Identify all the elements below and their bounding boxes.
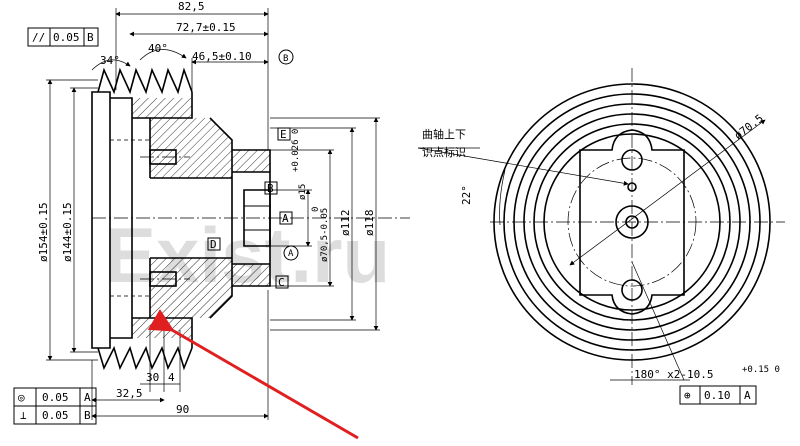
section-dimensions bbox=[46, 8, 380, 420]
red-pointer-arrow bbox=[147, 309, 359, 440]
datum-circle-b-label: B bbox=[283, 54, 288, 64]
datum-label-e: E bbox=[280, 128, 287, 141]
datum-circle-a-label: A bbox=[288, 249, 294, 259]
perpendicular-symbol: ⊥ bbox=[20, 409, 27, 422]
dim-length-90: 90 bbox=[176, 403, 189, 416]
perpendicular-datum: B bbox=[84, 409, 91, 422]
dim-length-30: 30 bbox=[146, 371, 159, 384]
slot-dimension-tol: +0.15 0 bbox=[742, 365, 780, 375]
dim-length-32: 32,5 bbox=[116, 387, 143, 400]
dim-diameter-70: ø70,5-0.05 bbox=[320, 208, 330, 262]
dim-diameter-118: ø118 bbox=[363, 210, 376, 237]
section-view bbox=[91, 67, 410, 371]
parallel-symbol: // bbox=[32, 31, 45, 44]
dim-angle-34: 34° bbox=[100, 54, 120, 67]
datum-label-a: A bbox=[282, 212, 289, 225]
tolerance-frame-position: ⊕ 0.10 A bbox=[679, 385, 757, 405]
dim-length-72: 72,7±0.15 bbox=[176, 21, 236, 34]
dim-diameter-112: ø112 bbox=[339, 210, 352, 237]
watermark: Exist.ru bbox=[104, 211, 390, 299]
datum-label-d: D bbox=[210, 238, 217, 251]
dim-diameter-144: ø144±0.15 bbox=[61, 202, 74, 262]
dim-diameter-70-tol: 0 bbox=[311, 207, 321, 212]
crank-mark-note-line1: 曲轴上下 bbox=[422, 127, 466, 141]
dim-diameter-15-tol: +0.026 0 bbox=[291, 129, 301, 172]
dim-overall-length: 82,5 bbox=[178, 0, 205, 13]
position-datum: A bbox=[744, 389, 751, 402]
tolerance-frame-perpendicular: ⊥ 0.05 B bbox=[13, 405, 97, 425]
crank-mark-note-line2: 识点标识 bbox=[422, 145, 466, 159]
front-view bbox=[417, 68, 785, 385]
slot-dimension: 180° x2-10.5 bbox=[634, 368, 713, 381]
datum-label-b: B bbox=[267, 182, 274, 195]
front-angle-22: 22° bbox=[460, 185, 473, 205]
concentric-value: 0.05 bbox=[42, 391, 69, 404]
dim-angle-40: 40° bbox=[148, 42, 168, 55]
datum-label-c: C bbox=[278, 276, 285, 289]
dim-diameter-154: ø154±0.15 bbox=[37, 202, 50, 262]
parallel-value: 0.05 bbox=[53, 31, 80, 44]
tolerance-frame-parallel: // 0.05 B bbox=[27, 27, 99, 47]
perpendicular-value: 0.05 bbox=[42, 409, 69, 422]
parallel-datum: B bbox=[87, 31, 94, 44]
dim-length-46: 46,5±0.10 bbox=[192, 50, 252, 63]
concentric-symbol: ◎ bbox=[18, 391, 25, 404]
position-value: 0.10 bbox=[704, 389, 731, 402]
position-symbol: ⊕ bbox=[684, 389, 691, 402]
concentric-datum: A bbox=[84, 391, 91, 404]
dim-length-4: 4 bbox=[168, 371, 175, 384]
tolerance-frame-concentric: ◎ 0.05 A bbox=[13, 387, 97, 407]
dim-diameter-15: ø15 bbox=[298, 184, 308, 200]
front-diameter-70: ø70.5 bbox=[732, 112, 766, 143]
